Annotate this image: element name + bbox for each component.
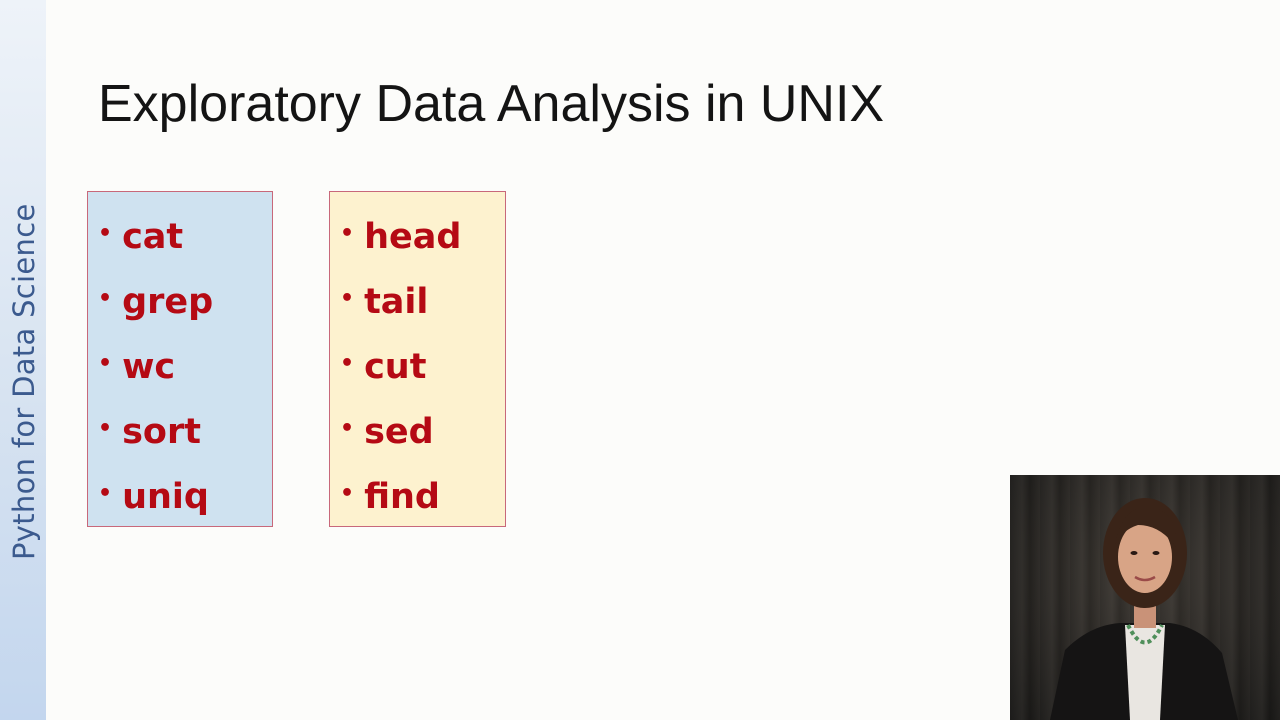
list-item: • cat (98, 204, 213, 269)
command-box-1: • cat • grep • wc • sort • uniq (87, 191, 273, 527)
slide-title: Exploratory Data Analysis in UNIX (98, 75, 885, 133)
list-item: • uniq (98, 464, 213, 529)
list-item: • sort (98, 399, 213, 464)
command-list-1: • cat • grep • wc • sort • uniq (98, 204, 213, 529)
bullet-icon: • (340, 350, 355, 376)
presenter-video (1010, 475, 1280, 720)
bullet-icon: • (340, 220, 355, 246)
command-label: wc (122, 346, 176, 387)
list-item: • head (340, 204, 461, 269)
command-list-2: • head • tail • cut • sed • find (340, 204, 461, 529)
bullet-icon: • (98, 480, 113, 506)
list-item: • sed (340, 399, 461, 464)
bullet-icon: • (98, 415, 113, 441)
command-label: grep (122, 281, 214, 322)
bullet-icon: • (98, 350, 113, 376)
list-item: • cut (340, 334, 461, 399)
bullet-icon: • (340, 285, 355, 311)
presenter-figure-icon (1050, 498, 1238, 720)
command-label: tail (364, 281, 429, 322)
sidebar-strip: Python for Data Science (0, 0, 46, 720)
bullet-icon: • (340, 480, 355, 506)
course-label: Python for Data Science (7, 203, 41, 560)
command-label: sed (364, 411, 434, 452)
bullet-icon: • (340, 415, 355, 441)
list-item: • tail (340, 269, 461, 334)
list-item: • grep (98, 269, 213, 334)
command-label: cut (364, 346, 427, 387)
command-label: find (364, 476, 440, 517)
list-item: • wc (98, 334, 213, 399)
list-item: • find (340, 464, 461, 529)
bullet-icon: • (98, 220, 113, 246)
command-label: cat (122, 216, 184, 257)
bullet-icon: • (98, 285, 113, 311)
command-label: uniq (122, 476, 209, 517)
command-label: sort (122, 411, 201, 452)
command-box-2: • head • tail • cut • sed • find (329, 191, 506, 527)
command-label: head (364, 216, 462, 257)
